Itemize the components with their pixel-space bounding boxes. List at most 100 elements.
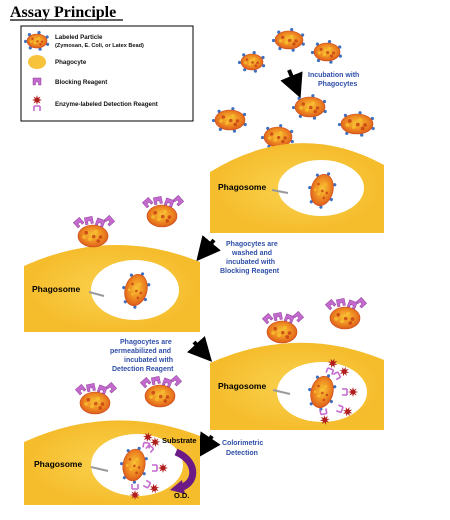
particle-texture — [317, 384, 320, 388]
particle-texture — [149, 395, 153, 399]
particle-texture — [135, 457, 139, 461]
detection-reagent-icon — [342, 387, 358, 397]
step-arrow-2 — [196, 235, 221, 262]
particle-texture — [313, 188, 317, 192]
label-dot — [309, 200, 313, 204]
blocker-shape — [72, 216, 85, 229]
particle-texture — [167, 215, 172, 219]
legend-particle-label: Labeled Particle — [55, 34, 103, 41]
blocking-reagent-icon — [355, 296, 368, 309]
detection-reagent-icon — [145, 437, 161, 454]
particle-texture — [280, 330, 285, 335]
particle-texture — [328, 46, 332, 50]
page-title: Assay Principle — [10, 4, 116, 21]
particle-texture — [165, 395, 170, 399]
legend-detection-label: Enzyme-labeled Detection Reagent — [55, 101, 158, 108]
particle-texture — [86, 397, 91, 402]
particle-texture — [343, 316, 348, 321]
blocker-shape — [105, 381, 118, 394]
particle-texture — [127, 288, 131, 292]
panel2-particles — [308, 172, 337, 209]
legend-blocking-icon — [32, 77, 42, 86]
particle-texture — [271, 331, 275, 335]
label-dot — [309, 402, 313, 406]
blocking-reagent-icon — [172, 194, 185, 207]
blocking-reagent-icon — [96, 384, 108, 395]
particle-texture — [292, 42, 296, 46]
label-dot — [242, 112, 247, 117]
enzyme-star — [348, 387, 358, 397]
particle-texture — [90, 404, 94, 409]
particle-texture — [355, 122, 360, 127]
legend-phagocyte-label: Phagocyte — [55, 59, 87, 66]
particle-texture — [125, 464, 129, 467]
label-dot — [23, 39, 28, 44]
label-dot — [338, 45, 342, 49]
particle-texture — [39, 42, 42, 46]
particle-texture — [283, 325, 287, 330]
blocker-shape — [103, 214, 116, 227]
particle-texture — [245, 58, 249, 61]
particle-texture — [281, 35, 285, 39]
label-dot — [28, 46, 32, 50]
particle-texture — [93, 401, 98, 406]
particle-texture — [329, 54, 334, 58]
phagosome-pointer — [271, 189, 289, 194]
particle-texture — [221, 115, 226, 119]
particle-texture — [251, 61, 254, 64]
blocking-reagent-icon — [105, 381, 118, 394]
blocker-shape — [324, 298, 337, 311]
antibody-shape — [131, 484, 139, 490]
label-dot — [253, 69, 257, 73]
particle-texture — [37, 37, 41, 40]
detection-reagent-icon — [130, 484, 140, 500]
label-dot — [123, 300, 127, 304]
antibody-shape — [33, 105, 41, 111]
label-dot — [311, 94, 315, 98]
particle-texture — [285, 335, 290, 339]
step-incubation-line1: Incubation with — [308, 72, 359, 79]
particle-texture — [91, 234, 96, 239]
blocking-reagent-icon — [161, 377, 173, 388]
substrate-label: Substrate — [162, 436, 197, 445]
legend-particle-icon — [23, 31, 50, 51]
label-dot — [231, 107, 235, 111]
label-dot — [290, 139, 294, 144]
particle-texture — [219, 119, 223, 123]
enzyme-star — [142, 432, 153, 442]
enzyme-star — [319, 415, 330, 425]
label-dot — [266, 126, 270, 130]
blocking-reagent-icon — [283, 313, 295, 324]
labeled-particle-icon — [119, 446, 148, 484]
label-dot — [290, 28, 294, 32]
label-dot — [278, 46, 282, 51]
particle-texture — [252, 57, 256, 61]
labeled-particle-icon — [122, 272, 151, 309]
antibody-shape — [142, 441, 151, 449]
step-washed-line2: washed and — [231, 250, 272, 257]
label-dot — [315, 375, 320, 379]
phagosome-pointer — [90, 466, 109, 472]
particle-texture — [351, 125, 356, 129]
particle-texture — [225, 121, 229, 125]
particle-texture — [98, 235, 103, 239]
labeled-particle-icon — [79, 391, 111, 415]
antibody-shape — [319, 408, 328, 416]
enzyme-star — [32, 95, 42, 105]
particle-texture — [235, 119, 240, 123]
labeled-particle-icon — [146, 204, 178, 228]
particle-texture — [334, 317, 338, 321]
blocking-reagent-icon — [292, 310, 305, 323]
blocker-shape — [152, 195, 163, 206]
blocking-reagent-icon — [94, 217, 106, 228]
particle-texture — [231, 114, 235, 118]
particle-texture — [321, 391, 324, 395]
particle-texture — [256, 61, 259, 65]
particle-texture — [248, 63, 252, 66]
label-dot — [211, 118, 216, 123]
detection-reagent-icon — [319, 408, 330, 425]
particle-texture — [325, 393, 329, 397]
blocking-reagent-icon — [272, 311, 283, 322]
blocker-shape — [292, 310, 305, 323]
label-dot — [338, 54, 342, 58]
